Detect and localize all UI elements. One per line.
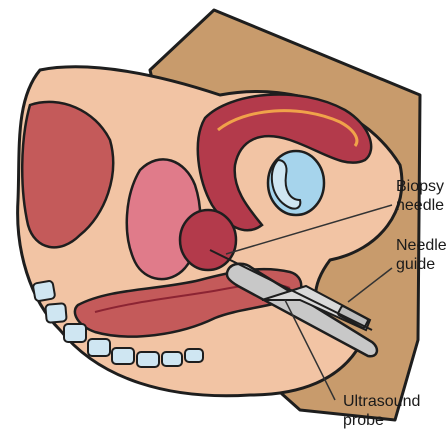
label-biopsy-line-1: Biopsy [396, 177, 444, 196]
label-biopsy-needle: Biopsy needle [396, 177, 444, 215]
label-guide-line-1: Needle [396, 236, 447, 255]
label-biopsy-line-2: needle [396, 196, 444, 215]
vertebra [33, 280, 56, 301]
vertebra [45, 303, 66, 323]
vertebra [185, 349, 203, 362]
label-ultrasound-probe: Ultrasound probe [343, 392, 420, 430]
vertebra [112, 348, 134, 364]
vertebra [162, 352, 182, 366]
vertebra [88, 339, 110, 356]
vertebra [137, 352, 159, 367]
label-needle-guide: Needle guide [396, 236, 447, 274]
label-probe-line-1: Ultrasound [343, 392, 420, 411]
vertebra [64, 324, 86, 342]
label-guide-line-2: guide [396, 255, 447, 274]
label-probe-line-2: probe [343, 411, 420, 430]
prostate [180, 210, 236, 270]
